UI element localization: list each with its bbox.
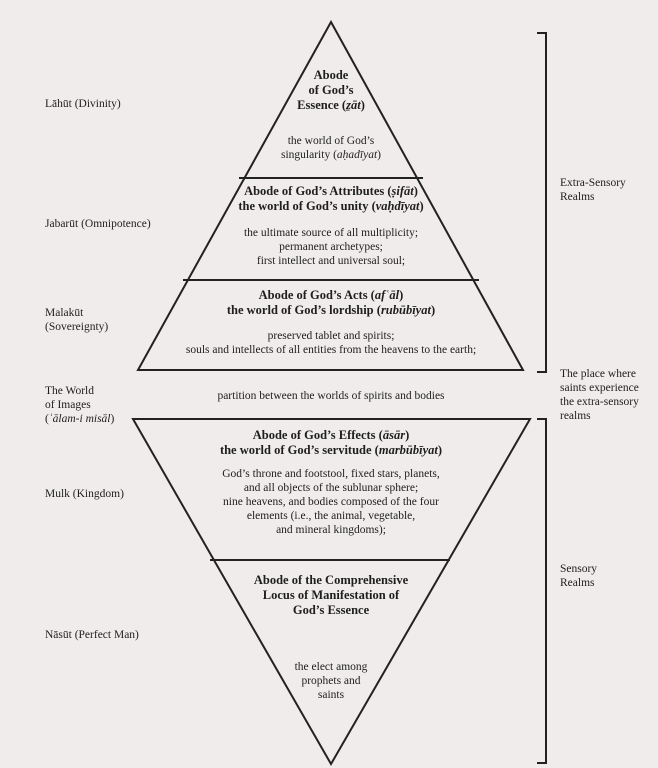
partition-label: partition between the worlds of spirits … [217, 390, 445, 402]
attributes-description: the ultimate source of all multiplicity;… [243, 227, 419, 267]
label-saints-place: The place where saints experience the ex… [560, 368, 639, 422]
comprehensive-title: Abode of the Comprehensive Locus of Mani… [253, 573, 409, 617]
lower-bracket [537, 418, 547, 764]
label-world-of-images: The World of Images (ʿālam-i misāl) [45, 385, 115, 425]
label-malakut: Malakūt (Sovereignty) [45, 307, 109, 333]
label-sensory-realms: Sensory Realms [560, 563, 598, 589]
label-lahut: Lāhūt (Divinity) [45, 98, 121, 110]
comprehensive-description: the elect among prophets and saints [294, 661, 368, 701]
essence-description: the world of God’s singularity (aḥadīyat… [281, 135, 381, 161]
upper-bracket [537, 32, 547, 373]
label-jabarut: Jabarūt (Omnipotence) [45, 218, 151, 230]
lower-pyramid [131, 418, 532, 767]
effects-title: Abode of God’s Effects (āsār) the world … [219, 428, 443, 457]
label-extra-sensory-realms: Extra-Sensory Realms [560, 177, 626, 203]
attributes-title: Abode of God’s Attributes (ṣifāt) the wo… [238, 184, 424, 213]
label-mulk: Mulk (Kingdom) [45, 488, 124, 500]
upper-pyramid [136, 19, 525, 371]
acts-title: Abode of God’s Acts (afʿāl) the world of… [226, 288, 436, 317]
label-nasut: Nāsūt (Perfect Man) [45, 629, 139, 641]
essence-title: Abode of God’s Essence (ẕāt) [297, 68, 365, 112]
acts-description: preserved tablet and spirits; souls and … [185, 330, 477, 356]
effects-description: God’s throne and footstool, fixed stars,… [222, 468, 440, 536]
